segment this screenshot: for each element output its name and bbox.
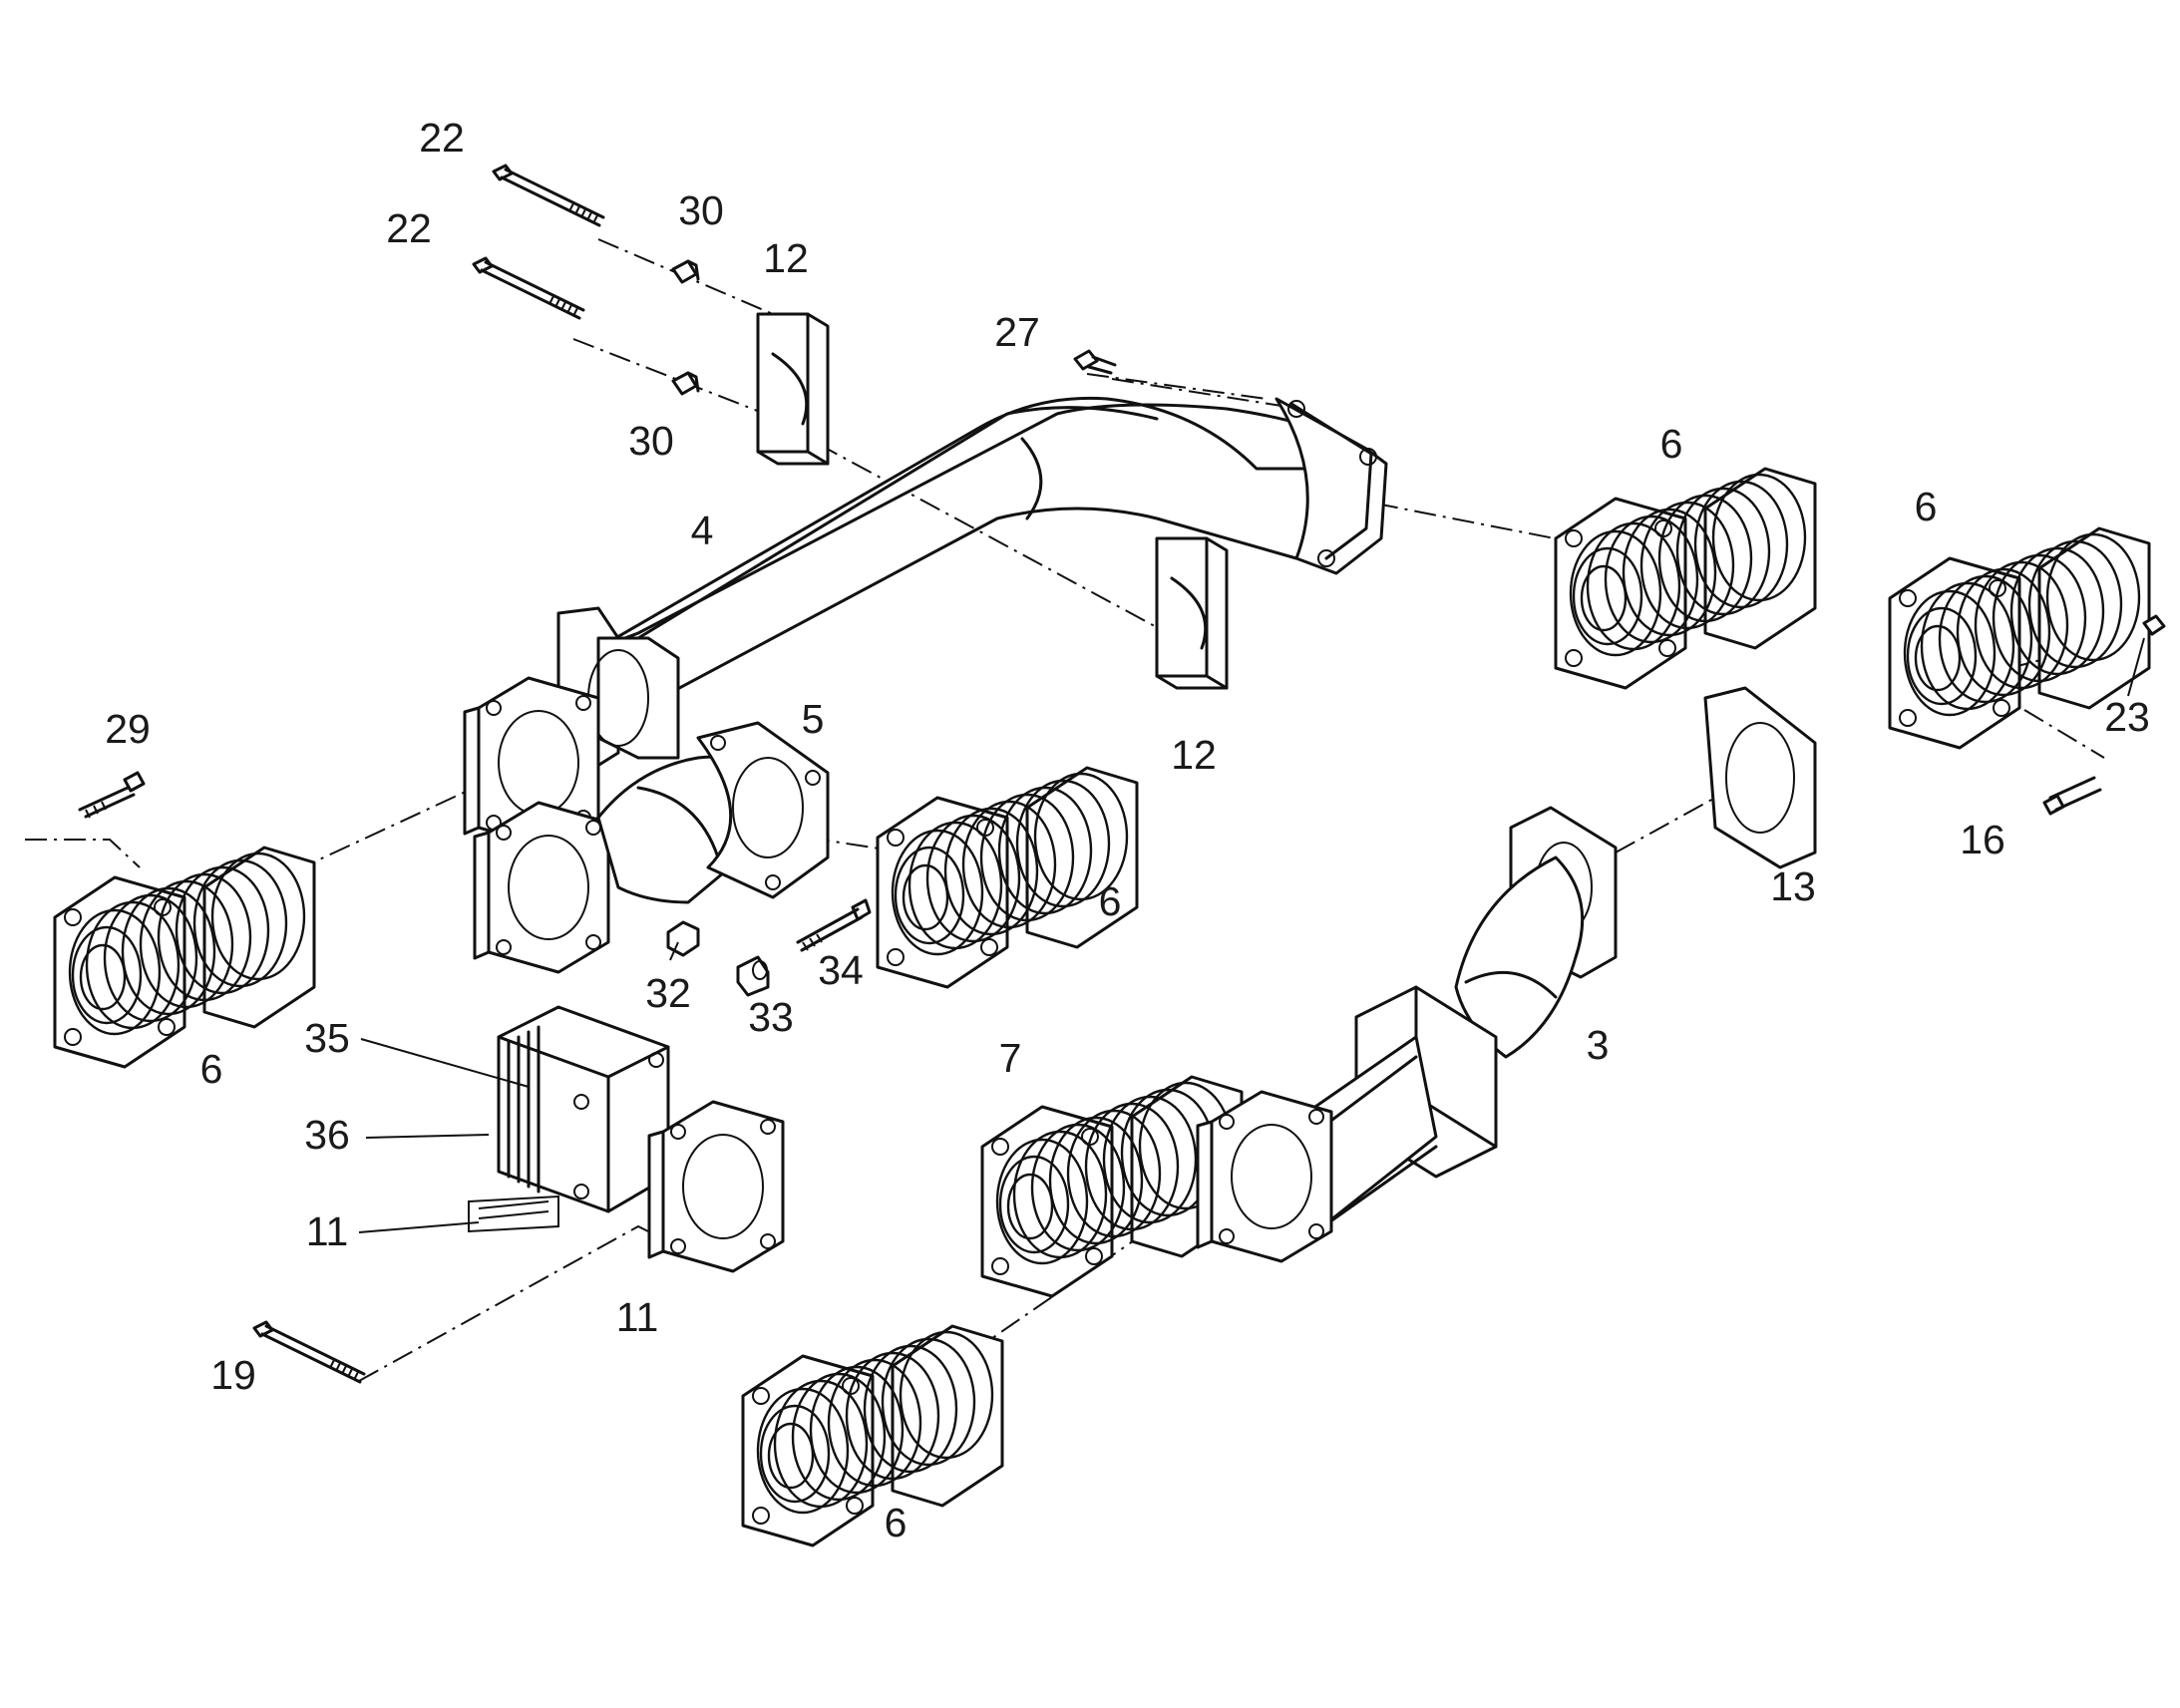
- callout-30: 30: [678, 187, 724, 233]
- callout-32: 32: [645, 970, 691, 1016]
- flange-plate-pipe3: [1196, 1090, 1333, 1263]
- callout-11: 11: [616, 1294, 659, 1340]
- callout-27: 27: [994, 309, 1040, 355]
- callout-22: 22: [386, 205, 432, 251]
- bellows-6-bottom: [741, 1324, 1004, 1547]
- callout-29: 29: [105, 706, 151, 752]
- axis-line: [2023, 709, 2105, 759]
- callout-6: 6: [1660, 421, 1683, 467]
- callout-30: 30: [628, 418, 674, 464]
- bolt-34: [796, 898, 872, 952]
- screw-27: [1073, 349, 1117, 375]
- callout-6: 6: [1099, 878, 1122, 924]
- bolt-22-lower: [472, 256, 585, 320]
- callout-3: 3: [1587, 1022, 1610, 1068]
- callout-12: 12: [1171, 732, 1217, 778]
- bolt-29: [78, 771, 146, 819]
- callout-16: 16: [1960, 817, 2005, 862]
- flange-plate-left-lower: [473, 801, 610, 974]
- axis-line: [572, 338, 1178, 639]
- clamp-12-upper: [756, 312, 830, 466]
- axis-line: [25, 839, 141, 868]
- pipe-3-assembly: [1284, 806, 1618, 1233]
- callout-22: 22: [419, 115, 465, 161]
- callout-4: 4: [691, 508, 714, 553]
- leader-35: [360, 1038, 530, 1088]
- leader-23: [2127, 637, 2145, 697]
- washer-30-lower: [671, 371, 700, 396]
- spacer-33: [736, 955, 770, 997]
- bolt-19: [252, 1320, 366, 1384]
- callout-6: 6: [1915, 484, 1938, 529]
- flange-plate-11: [647, 1100, 785, 1273]
- axis-line: [1111, 378, 1282, 407]
- bolt-22-upper: [492, 164, 605, 227]
- callout-34: 34: [818, 947, 864, 993]
- bellows-6-left: [53, 846, 316, 1069]
- callout-5: 5: [802, 696, 825, 742]
- gasket-13: [1703, 686, 1817, 869]
- callout-11: 11: [306, 1208, 349, 1254]
- leader-32: [669, 941, 679, 961]
- bellows-6-upper-right: [1554, 467, 1817, 690]
- plate-stack-35-36: [468, 1005, 670, 1233]
- callout-33: 33: [748, 994, 794, 1040]
- washer-30-upper: [671, 259, 700, 284]
- callout-7: 7: [999, 1035, 1022, 1081]
- leader-36: [365, 1134, 490, 1139]
- leader-11: [358, 1221, 480, 1233]
- callout-6: 6: [200, 1046, 223, 1092]
- callout-35: 35: [304, 1015, 350, 1061]
- pipe-4-manifold: [596, 396, 1388, 720]
- callout-13: 13: [1770, 863, 1816, 909]
- nut-32: [666, 920, 700, 957]
- elbow-5: [596, 721, 830, 904]
- bolt-23: [2142, 614, 2166, 636]
- callout-23: 23: [2104, 694, 2150, 740]
- bolt-16: [2042, 776, 2102, 816]
- callout-36: 36: [304, 1112, 350, 1158]
- callout-19: 19: [210, 1352, 256, 1398]
- clamp-12-lower: [1155, 536, 1229, 690]
- callout-12: 12: [763, 235, 809, 281]
- callout-6: 6: [885, 1500, 908, 1545]
